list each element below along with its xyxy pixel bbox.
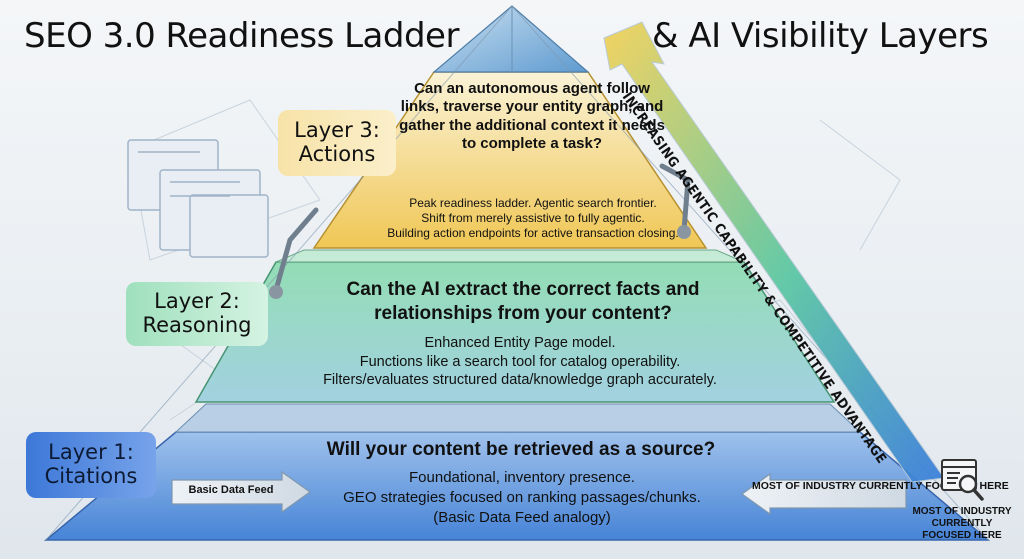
industry-focus-arrow-label: MOST OF INDUSTRY CURRENTLY FOCUSED HERE: [752, 480, 1009, 492]
layer-3-label-line1: Layer 3:: [294, 118, 380, 142]
robotic-arm-left-joint: [269, 285, 283, 299]
layer-1-detail: Foundational, inventory presence.: [409, 469, 635, 486]
layer-2-label-line2: Reasoning: [142, 313, 252, 338]
title-right: & AI Visibility Layers: [652, 16, 989, 56]
industry-focus-caption-line: FOCUSED HERE: [922, 530, 1002, 541]
robotic-arm-right-joint: [677, 225, 691, 239]
robotic-arm-left: [273, 207, 319, 293]
layer-1-question: Will your content be retrieved as a sour…: [326, 439, 716, 460]
layer-1-label: Layer 1: Citations: [26, 432, 156, 498]
layer-3-detail: Peak readiness ladder. Agentic search fr…: [409, 196, 657, 210]
layer-3-question: Can an autonomous agent follow links, tr…: [399, 80, 665, 152]
industry-focus-caption-line: CURRENTLY: [931, 518, 993, 529]
layer-1-detail: GEO strategies focused on ranking passag…: [343, 488, 701, 506]
document-search-icon: [941, 459, 984, 501]
layer-2-label-line1: Layer 2:: [154, 289, 240, 313]
basic-data-feed-label: Basic Data Feed: [188, 484, 274, 496]
layer-3-label-line2: Actions: [298, 142, 376, 167]
layer-2-top-face: [275, 249, 745, 263]
industry-focus-caption-line: MOST OF INDUSTRY: [912, 506, 1012, 517]
robotic-arm-right: [659, 163, 691, 233]
layer-3-detail: Building action endpoints for active tra…: [387, 226, 679, 240]
layer-1-top-face: [174, 403, 862, 433]
layer-1-detail: (Basic Data Feed analogy): [433, 508, 611, 526]
wireframe-screens-decoration: [127, 139, 269, 258]
title-left: SEO 3.0 Readiness Ladder: [24, 16, 459, 56]
layer-2-details: Enhanced Entity Page model. Functions li…: [296, 334, 744, 390]
layer-1-label-line1: Layer 1:: [48, 440, 134, 464]
pyramid-tip: [432, 5, 590, 73]
layer-3-details: Peak readiness ladder. Agentic search fr…: [366, 196, 700, 241]
layer-2-question: Can the AI extract the correct facts and…: [346, 279, 700, 325]
layer-1-details: Foundational, inventory presence. GEO st…: [262, 468, 782, 527]
layer-2-detail: Filters/evaluates structured data/knowle…: [323, 372, 717, 389]
layer-2-detail: Functions like a search tool for catalog…: [359, 353, 681, 370]
industry-focus-caption: MOST OF INDUSTRY CURRENTLY FOCUSED HERE: [904, 506, 1020, 542]
layer-3-label: Layer 3: Actions: [278, 110, 396, 176]
layer-2-label: Layer 2: Reasoning: [126, 282, 268, 346]
layer-2-detail: Enhanced Entity Page model.: [424, 335, 616, 351]
layer-3-detail: Shift from merely assistive to fully age…: [421, 211, 645, 225]
layer-1-label-line2: Citations: [44, 464, 138, 489]
industry-focus-arrow: [740, 472, 907, 516]
basic-data-feed-arrow: [171, 470, 312, 514]
